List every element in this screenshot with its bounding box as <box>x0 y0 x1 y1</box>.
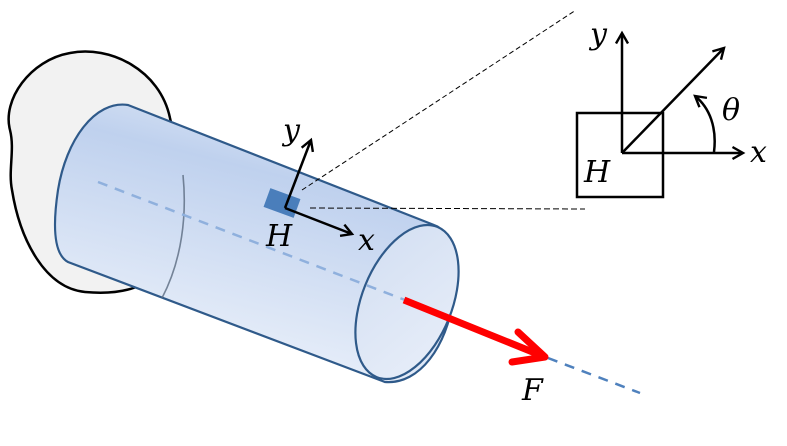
inset-element-square <box>575 111 665 199</box>
shaft-centerline <box>97 180 406 302</box>
leader-line-bottom <box>309 207 586 210</box>
inset-x-label: x <box>750 135 767 170</box>
inset-point-label: H <box>583 155 611 190</box>
local-y-axis <box>283 137 315 209</box>
local-x-axis <box>284 206 355 237</box>
force-label: F <box>521 373 544 408</box>
inset-rotated-axis <box>621 46 726 154</box>
force-arrow <box>402 296 549 366</box>
point-label: H <box>265 219 293 254</box>
force-line-extension <box>547 356 641 395</box>
angle-arc <box>693 94 716 153</box>
angle-label: θ <box>722 93 740 128</box>
local-y-label: y <box>281 113 301 148</box>
inset-detail: y x θ H <box>575 17 767 199</box>
shaft-back-edge <box>161 174 186 299</box>
local-x-label: x <box>358 223 375 258</box>
inset-y-label: y <box>588 17 608 52</box>
leader-line-top <box>301 9 577 191</box>
